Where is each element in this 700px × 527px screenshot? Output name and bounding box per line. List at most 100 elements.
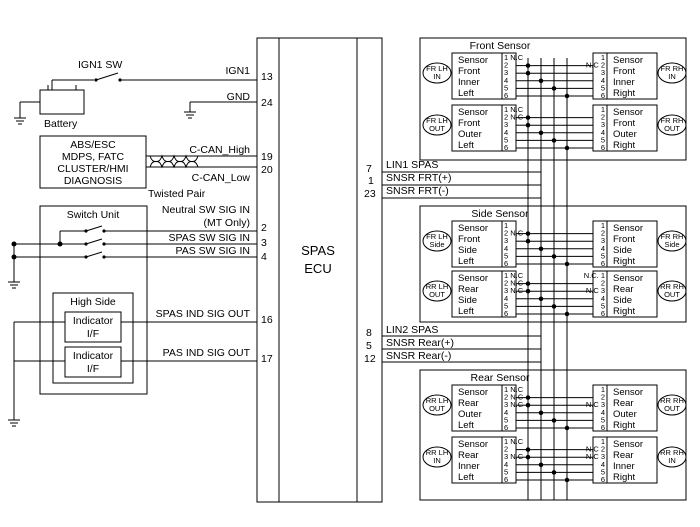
indicator-2-sub: I/F [87, 363, 99, 375]
sensor-location-line2: IN [668, 456, 676, 465]
signal-pas-ind: PAS IND SIG OUT [163, 347, 251, 359]
sensor-location-line2: OUT [429, 124, 445, 133]
ign1-switch-label: IGN1 SW [78, 59, 122, 71]
sensor-desc-line: Outer [613, 129, 637, 140]
sensor-pin-label: 1 [601, 221, 605, 230]
sensor-pin-label: 6 [601, 259, 605, 268]
sensor-pin-label: 5 [601, 301, 605, 310]
sensor-pin-label: 6 [504, 309, 508, 318]
sensor-desc-line: Front [613, 118, 636, 129]
sensor-pin-label: N.C 3 [586, 286, 605, 295]
sensor-desc-line: Rear [458, 450, 479, 461]
sensor-pin-label: 1 N.C [504, 385, 524, 394]
sensor-desc-line: Sensor [613, 439, 643, 450]
sensor-desc-line: Front [458, 66, 481, 77]
sensor-desc-line: Right [613, 140, 636, 151]
sensor-location-bubble [657, 230, 687, 252]
sensor-pin-label: 1 N.C [504, 105, 524, 114]
sensor-pin-label: 6 [504, 423, 508, 432]
sensor-pin-label: 6 [601, 475, 605, 484]
sensor-desc-line: Left [458, 420, 474, 431]
sensor-location-line1: RR LH [426, 282, 449, 291]
sensor-desc-line: Sensor [613, 107, 643, 118]
indicator-1-label: Indicator [73, 315, 114, 327]
sensor-location-line2: Side [664, 240, 679, 249]
left-pin-labels: IGN1 13 GND 24 C-CAN_High 19 C-CAN_Low 2… [156, 65, 273, 365]
sensor-desc-line: Front [613, 66, 636, 77]
sensor-pin-label: 4 [601, 294, 605, 303]
sensor-pin-label: N.C 2 [586, 61, 605, 70]
switch-unit: Switch Unit High Side Indicator I/F Indi… [8, 205, 257, 427]
sensor-pin-label: 5 [504, 135, 508, 144]
sensor-pin-label: 2 N.C [504, 393, 524, 402]
sensor-location-line1: FR RH [661, 64, 684, 73]
signal-pas-sw: PAS SW SIG IN [176, 245, 250, 257]
signal-gnd: GND [227, 91, 251, 103]
sensor-desc-line: Sensor [613, 273, 643, 284]
pin-3: 3 [261, 237, 267, 249]
ground-icon [8, 281, 20, 289]
signal-snsr-rear-minus: SNSR Rear(-) [386, 350, 451, 362]
sensor-pin-label: 3 [601, 236, 605, 245]
pin-16: 16 [261, 314, 273, 326]
sensor-pin-label: 2 [504, 445, 508, 454]
battery-circuit: IGN1 SW Battery [14, 59, 257, 130]
sensor-desc-line: Right [613, 472, 636, 483]
ground-icon [184, 111, 196, 119]
sensor-pin-label: 4 [504, 294, 508, 303]
sensor-pin-label: 2 [601, 393, 605, 402]
sensor-location-bubble [657, 446, 687, 468]
signal-c-can-high: C-CAN_High [189, 144, 250, 156]
sensor-pin-label: N.C. 1 [584, 271, 605, 280]
sensor-location-bubble [657, 280, 687, 302]
sensor-desc-line: Sensor [613, 55, 643, 66]
ground-icon [8, 419, 20, 427]
sensor-pin-label: 2 [601, 279, 605, 288]
signal-lin1: LIN1 SPAS [386, 159, 438, 171]
sensor-pin-label: 6 [601, 423, 605, 432]
spas-ecu: SPAS ECU [256, 37, 383, 503]
sensor-desc-line: Outer [458, 129, 482, 140]
pin-1: 1 [368, 175, 374, 187]
sensor-desc-line: Outer [613, 409, 637, 420]
ground-icon [14, 117, 26, 125]
sensor-desc-line: Right [613, 88, 636, 99]
sensor-desc-line: Sensor [458, 55, 488, 66]
sensor-location-bubble [422, 280, 452, 302]
sensor-location-bubble [422, 114, 452, 136]
sensor-pin-label: 6 [601, 91, 605, 100]
can-device-abs: ABS/ESC [70, 139, 116, 151]
sensor-pin-label: 5 [504, 301, 508, 310]
sensor-location-line2: IN [668, 72, 676, 81]
sensor-location-line1: FR LH [426, 64, 448, 73]
sensor-desc-line: Sensor [613, 387, 643, 398]
sensor-location-line2: OUT [429, 290, 445, 299]
sensor-location-bubble [422, 446, 452, 468]
ecu-label-line1: SPAS [301, 243, 335, 258]
sensor-desc-line: Side [613, 245, 632, 256]
sensor-group-title: Rear Sensor [471, 372, 530, 384]
sensor-desc-line: Outer [458, 409, 482, 420]
sensor-location-line2: IN [433, 456, 441, 465]
sensor-desc-line: Front [613, 234, 636, 245]
sensor-pin-label: 6 [504, 143, 508, 152]
sensor-location-line1: FR RH [661, 232, 684, 241]
signal-snsr-rear-plus: SNSR Rear(+) [386, 337, 454, 349]
sensor-pin-label: 1 [601, 385, 605, 394]
sensor-pin-label: N.C 2 [586, 445, 605, 454]
sensor-pin-label: 5 [504, 251, 508, 260]
sensor-desc-line: Left [458, 306, 474, 317]
sensor-pin-label: 4 [601, 76, 605, 85]
sensor-location-bubble [422, 230, 452, 252]
right-pin-labels: 7 LIN1 SPAS 1 SNSR FRT(+) 23 SNSR FRT(-)… [364, 159, 541, 365]
sensor-pin-label: 2 [601, 113, 605, 122]
sensor-desc-line: Inner [458, 77, 480, 88]
pin-24: 24 [261, 97, 273, 109]
sensor-pin-label: 3 [601, 120, 605, 129]
indicator-2-label: Indicator [73, 350, 114, 362]
pin-12: 12 [364, 353, 376, 365]
